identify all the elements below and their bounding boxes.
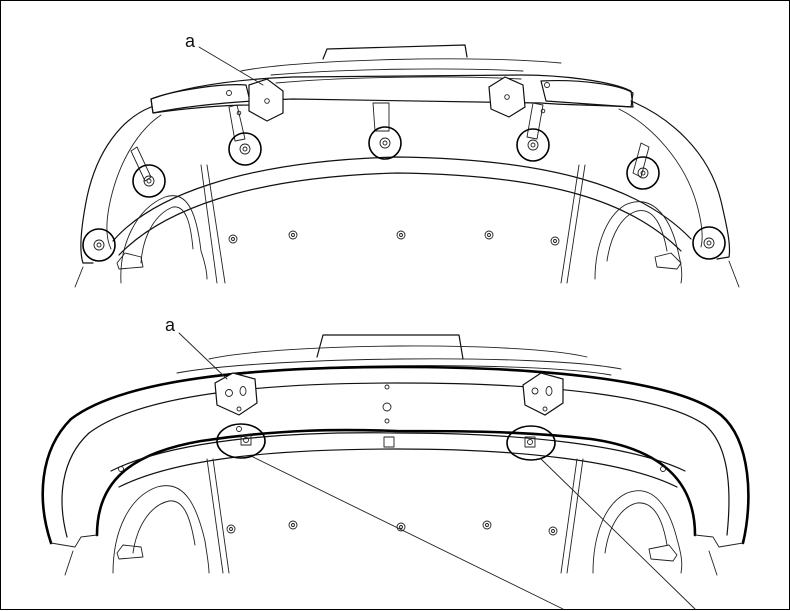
upper-panel-left-edge-2 — [206, 164, 226, 284]
upper-circled-screw-7 — [692, 226, 726, 260]
lower-leader-right — [540, 458, 696, 610]
upper-bottom-left-line — [74, 266, 84, 288]
upper-bracket-center — [372, 102, 390, 132]
lower-right-hex-hole-2 — [545, 386, 553, 396]
lower-panel-left-edge-2 — [212, 458, 230, 574]
lower-right-side-fastener — [660, 466, 666, 472]
upper-circled-screw-1 — [228, 132, 262, 166]
lower-inner-beam-top — [110, 432, 686, 472]
lower-left-hex-screw — [236, 406, 242, 412]
upper-top-block-base — [240, 58, 562, 72]
lower-inner-beam-bottom — [118, 448, 678, 488]
lower-panel-right-edge-2 — [560, 458, 578, 574]
lower-label-a: a — [165, 315, 176, 335]
upper-bracket-left — [228, 104, 246, 142]
lower-label-a-leader — [178, 332, 228, 380]
lower-left-corner — [50, 534, 98, 548]
lower-top-rail-3 — [208, 345, 588, 360]
lower-left-side-fastener — [118, 466, 124, 472]
upper-right-inner-shell — [618, 108, 703, 248]
upper-left-small-fastener — [226, 90, 232, 96]
lower-panel-right-edge — [566, 458, 584, 574]
lower-leader-left — [252, 456, 564, 610]
upper-right-outer-shell — [630, 100, 731, 260]
upper-rail — [270, 68, 524, 76]
lower-bottom-right-line — [708, 550, 718, 576]
upper-circled-screw-4 — [132, 164, 166, 198]
upper-main-beam-top — [112, 156, 692, 242]
upper-left-outer-shell — [80, 106, 152, 264]
lower-fascia-lower-edge — [95, 428, 697, 537]
lower-right-wheel-arch-inner — [604, 502, 668, 554]
lower-right-wheel-arch — [592, 490, 683, 574]
upper-left-hex-hole — [264, 98, 270, 104]
lower-right-hex-hole-1 — [531, 387, 539, 395]
upper-bracket-far-left — [130, 146, 152, 182]
lower-outer-fascia — [41, 365, 750, 545]
upper-panel-right-edge-2 — [560, 164, 580, 284]
upper-circled-screw-6 — [82, 228, 116, 262]
upper-left-hex-clip — [248, 78, 284, 122]
lower-left-hex-hole-2 — [239, 386, 247, 396]
lower-left-wheel-bracket — [116, 544, 144, 560]
upper-right-hex-hole — [504, 94, 510, 100]
lower-circled-clip-right — [506, 425, 556, 461]
lower-view: a — [41, 315, 750, 610]
lower-outer-fascia-inner — [61, 382, 730, 538]
lower-circled-clip-left — [216, 423, 266, 459]
upper-panel-left-edge — [200, 164, 218, 284]
upper-right-hex-clip — [488, 76, 526, 118]
upper-left-wheel-arch — [120, 195, 208, 284]
lower-left-top-screw — [236, 426, 242, 432]
upper-bottom-right-line — [728, 260, 740, 288]
lower-bottom-left-line — [64, 550, 74, 576]
lower-right-wheel-bracket — [648, 544, 678, 562]
upper-circled-screw-5 — [626, 156, 660, 190]
lower-right-corner — [694, 534, 744, 548]
upper-beam-body — [150, 74, 634, 114]
upper-panel-right-edge — [566, 164, 586, 284]
lower-left-wheel-arch — [112, 485, 210, 574]
upper-right-end-block — [540, 80, 634, 108]
lower-underbody-fasteners — [226, 520, 558, 536]
lower-center-fastener-3 — [384, 418, 390, 424]
lower-center-fastener-2 — [382, 402, 392, 412]
upper-circled-screw-2 — [368, 126, 402, 160]
upper-left-inner-shell — [106, 114, 162, 250]
lower-center-tab — [383, 436, 395, 448]
upper-label-a-leader — [198, 46, 264, 86]
lower-left-wheel-arch-inner — [132, 500, 196, 554]
lower-right-hex-screw — [542, 406, 548, 412]
lower-left-hex-hole-1 — [225, 389, 233, 397]
upper-right-small-fastener — [544, 82, 550, 88]
lower-top-rail — [176, 358, 622, 374]
upper-left-end-block — [150, 84, 252, 114]
upper-left-wheel-arch-inner — [140, 206, 194, 264]
upper-circled-screw-3 — [516, 128, 550, 162]
upper-right-wheel-bracket — [654, 252, 682, 270]
upper-main-beam-bottom — [118, 172, 682, 256]
upper-bracket-right — [526, 102, 544, 140]
upper-right-wheel-arch-inner — [606, 210, 668, 262]
lower-panel-left-edge — [206, 458, 224, 574]
upper-label-a: a — [185, 31, 196, 51]
upper-bracket-far-right — [632, 142, 650, 178]
upper-rail-2 — [275, 76, 522, 84]
lower-top-block — [316, 334, 464, 360]
lower-center-fastener-1 — [384, 384, 390, 390]
upper-top-block — [322, 44, 468, 60]
lower-right-hex-clip — [522, 372, 564, 416]
upper-left-wheel-bracket — [116, 252, 144, 270]
lower-left-hex-clip — [214, 372, 258, 416]
upper-view: a — [74, 31, 740, 288]
upper-underbody-fasteners — [228, 108, 560, 246]
upper-right-wheel-arch — [594, 201, 683, 284]
